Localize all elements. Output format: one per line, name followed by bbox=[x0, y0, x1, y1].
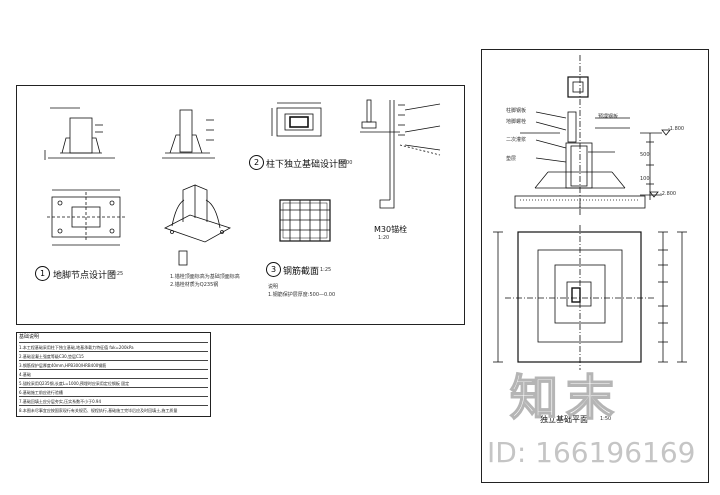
bolt-note-a: 1.锚栓顶面标高为基础顶面标高 bbox=[170, 274, 240, 280]
anchor-bolt-detail bbox=[360, 99, 441, 209]
column-foot-plan bbox=[47, 189, 125, 246]
detail-1-title: 地脚节点设计图 bbox=[53, 271, 117, 281]
column-foot-isometric bbox=[163, 184, 231, 266]
notes-title: 基础说明 bbox=[19, 334, 40, 340]
elevation-top: -1.800 bbox=[668, 126, 685, 132]
notes-row: 6.基础施工前应进行验槽 bbox=[19, 387, 208, 397]
detail-2-title: 柱下独立基础设计图 bbox=[266, 160, 348, 170]
elevation-bottom: -2.800 bbox=[660, 191, 677, 197]
notes-row: 5.锚栓采用Q235钢,长度L=1000,预埋时应采用定位钢板 固定 bbox=[19, 378, 208, 388]
notes-row: 7.基础回填土应分层夯实,压实系数不小于0.94 bbox=[19, 396, 208, 406]
callout-5: 垫层 bbox=[506, 156, 517, 162]
column-foot-elevation-1 bbox=[44, 107, 115, 160]
right-drawing-frame bbox=[481, 49, 709, 483]
plan-title: 独立基础平面 bbox=[540, 415, 588, 424]
column-foot-elevation-2 bbox=[162, 109, 215, 159]
detail-3-note-2: 1.钢筋保护层厚度:500—0.00 bbox=[268, 292, 336, 298]
notes-row: 3.钢筋保护层厚度40mm,HPB300/HRB400钢筋 bbox=[19, 360, 208, 370]
detail-2-number: 2 bbox=[249, 155, 264, 170]
detail-1-number: 1 bbox=[35, 266, 50, 281]
callout-2: 地脚螺栓 bbox=[506, 119, 527, 125]
anchor-bolt-scale: 1:20 bbox=[378, 235, 390, 241]
foundation-section bbox=[514, 55, 671, 215]
foundation-plan-detail-2 bbox=[271, 102, 322, 137]
watermark-brand: 知末 bbox=[509, 369, 623, 427]
dimension-a: 500 bbox=[640, 152, 650, 158]
rebar-grid-detail-3 bbox=[279, 199, 331, 242]
detail-3-number: 3 bbox=[266, 262, 281, 277]
detail-3-scale: 1:25 bbox=[320, 267, 332, 273]
detail-3-title: 钢筋截面 bbox=[283, 267, 320, 277]
foundation-plan bbox=[493, 225, 687, 370]
callout-3: 二次灌浆 bbox=[506, 137, 527, 143]
plan-scale: 1:50 bbox=[600, 416, 612, 422]
detail-1-scale: 1:25 bbox=[112, 271, 124, 277]
notes-row: 4.基础 bbox=[19, 369, 208, 379]
notes-row: 1.本工程基础采用柱下独立基础,地基承载力特征值 fak=200kPa bbox=[19, 342, 208, 352]
anchor-bolt-label: M30锚栓 bbox=[374, 225, 408, 234]
watermark-id: ID: 166196169 bbox=[487, 436, 696, 469]
callout-1: 柱脚钢板 bbox=[506, 108, 527, 114]
dimension-b: 100 bbox=[640, 176, 650, 182]
left-drawing-frame bbox=[16, 85, 465, 325]
callout-4: 预埋钢板 bbox=[598, 114, 619, 120]
detail-3-note-1: 说明 bbox=[268, 284, 279, 290]
notes-table: 基础说明 1.本工程基础采用柱下独立基础,地基承载力特征值 fak=200kPa… bbox=[16, 332, 211, 417]
notes-row: 8.本图未尽事宜应按国家现行有关规范、规程执行,基础施工完毕后应及时回填土,施工… bbox=[19, 405, 208, 415]
bolt-note-b: 2.锚栓材质为Q235钢 bbox=[170, 282, 219, 288]
notes-row: 2.基础混凝土强度等级C30,垫层C15 bbox=[19, 351, 208, 361]
detail-2-scale: 1:100 bbox=[338, 160, 353, 166]
